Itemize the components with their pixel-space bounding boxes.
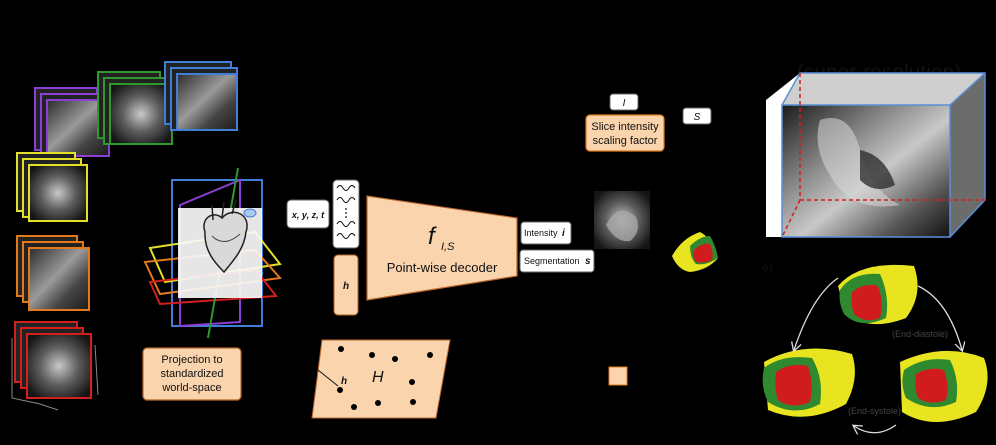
projection-line-2: standardized	[161, 368, 224, 380]
point-wise-decoder: f I,S Point-wise decoder	[366, 195, 518, 301]
cycle-heart-left	[762, 348, 855, 417]
segmentation-thumbnail	[672, 232, 718, 272]
slice-stack-orange	[16, 235, 90, 311]
decoder-symbol: f	[428, 223, 437, 250]
small-orange-square	[608, 366, 628, 386]
cycle-arrows	[794, 277, 962, 433]
latent-point-label: h	[341, 376, 347, 387]
slice-stack-blue	[164, 61, 238, 131]
projection-box: Projection to standardized world-space	[142, 347, 242, 401]
decoder-subscript: I,S	[441, 241, 455, 253]
scaling-line-1: Slice intensity	[591, 121, 659, 133]
cycle-label-e: e)	[762, 260, 773, 274]
scaling-S-box: S	[682, 107, 712, 125]
cycle-heart-top	[838, 264, 918, 325]
end-systole-label: (End-systole)	[848, 406, 901, 416]
fourier-feature-box	[332, 179, 360, 249]
segmentation-label: Segmentation	[524, 256, 580, 266]
slice-stack-green	[97, 71, 173, 145]
scaling-I-box: I	[609, 93, 639, 111]
cycle-heart-right	[900, 350, 988, 422]
decoder-label: Point-wise decoder	[387, 260, 498, 275]
scaling-factor-box: Slice intensity scaling factor	[585, 114, 665, 152]
superres-cube	[766, 72, 986, 238]
intensity-output: Intensity i	[520, 221, 572, 245]
heart-illustration	[203, 199, 257, 274]
latent-space-label: H	[372, 369, 384, 386]
intensity-thumbnail	[594, 191, 650, 249]
coords-label: x, y, z, t	[291, 210, 325, 220]
end-diastole-label: (End-diastole)	[892, 329, 948, 339]
projection-line-3: world-space	[161, 382, 221, 394]
slice-stack-red	[11, 321, 99, 411]
slice-stack-yellow	[16, 152, 88, 222]
scaling-S-symbol: S	[694, 112, 701, 123]
scaling-I-symbol: I	[623, 98, 626, 109]
segmentation-output: Segmentation s	[519, 249, 595, 273]
coords-box: x, y, z, t	[286, 199, 330, 229]
intensity-label: Intensity	[524, 228, 558, 238]
segmentation-symbol: s	[585, 256, 591, 267]
projection-line-1: Projection to	[161, 354, 222, 366]
scaling-line-2: scaling factor	[593, 135, 658, 147]
latent-space: h H	[311, 339, 451, 419]
latent-h-box: h	[333, 254, 359, 316]
latent-h-label: h	[343, 281, 349, 292]
intensity-symbol: i	[562, 228, 565, 239]
